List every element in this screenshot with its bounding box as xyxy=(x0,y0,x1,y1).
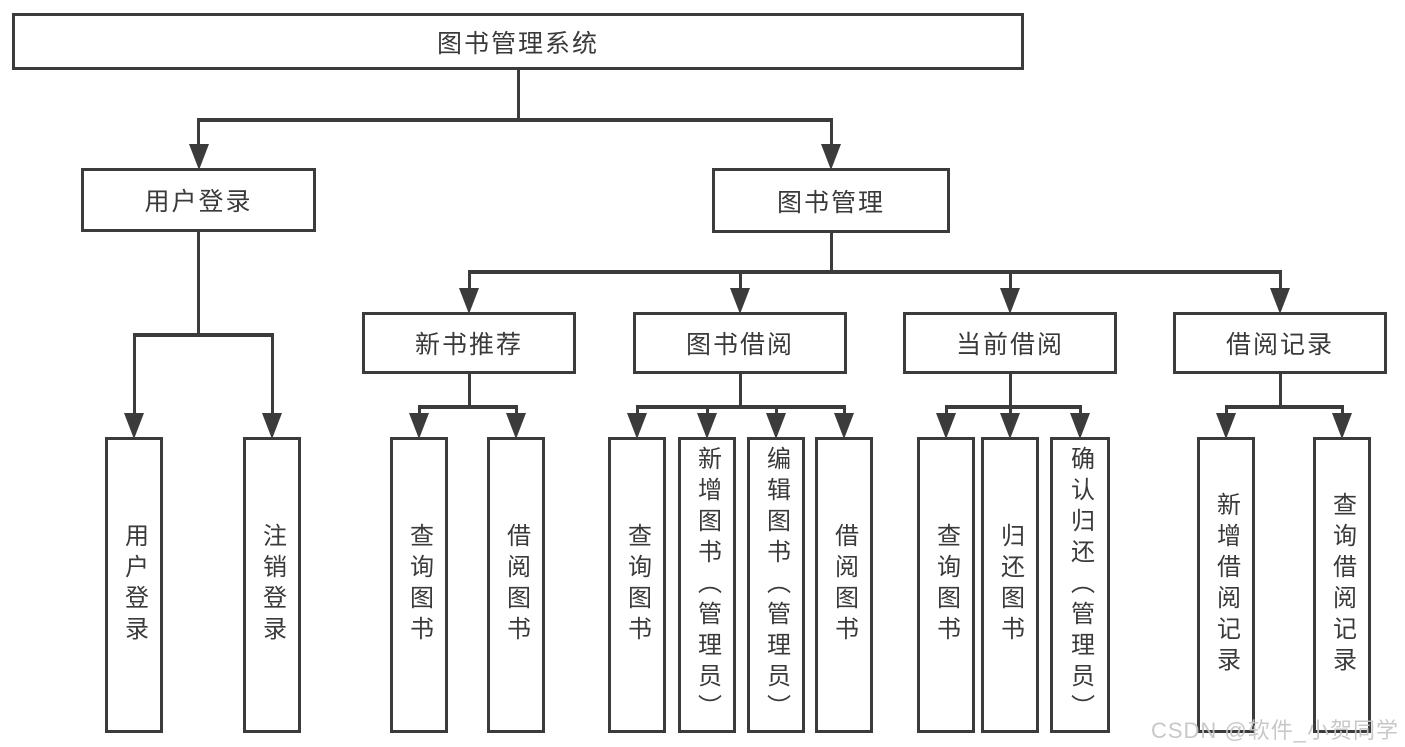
arrow-down-icon-leaf-cb-query xyxy=(936,413,956,439)
node-label-leaf-cb-confirm: 确认归还（管理员） xyxy=(1066,445,1094,725)
arrow-down-icon-leaf-cb-confirm xyxy=(1070,413,1090,439)
node-leaf-logout: 注销登录 xyxy=(243,437,301,733)
node-label-leaf-br-add: 新增借阅记录 xyxy=(1212,492,1240,678)
connector-stub-book-mgmt xyxy=(829,231,833,274)
node-label-user-login: 用户登录 xyxy=(144,188,253,216)
node-label-borrow-records: 借阅记录 xyxy=(1225,331,1334,359)
connector-rail-borrow-records xyxy=(1224,405,1344,409)
arrow-down-icon-leaf-logout xyxy=(262,413,282,439)
node-current-borrow: 当前借阅 xyxy=(903,312,1117,374)
connector-rail-book-borrow xyxy=(635,405,846,409)
connector-stub-book-borrow xyxy=(738,372,742,409)
csdn-watermark: CSDN @软件_小贺同学 xyxy=(1150,718,1399,743)
arrow-down-icon-leaf-br-query xyxy=(1332,413,1352,439)
node-label-leaf-cb-query: 查询图书 xyxy=(932,523,960,647)
node-user-login: 用户登录 xyxy=(81,168,316,232)
connector-stem-leaf-logout xyxy=(270,335,274,431)
node-label-leaf-br-query: 查询借阅记录 xyxy=(1328,492,1356,678)
node-label-leaf-bb-query: 查询图书 xyxy=(623,523,651,647)
arrow-down-icon-leaf-rec-borrow xyxy=(506,413,526,439)
node-label-leaf-cb-return: 归还图书 xyxy=(996,523,1024,647)
node-label-new-book-rec: 新书推荐 xyxy=(414,331,523,359)
arrow-down-icon-leaf-bb-query xyxy=(627,413,647,439)
arrow-down-icon-leaf-bb-add xyxy=(697,413,717,439)
connector-stem-book-mgmt xyxy=(829,120,833,162)
arrow-down-icon-leaf-bb-edit xyxy=(766,413,786,439)
node-leaf-bb-borrow: 借阅图书 xyxy=(815,437,873,733)
arrow-down-icon-leaf-cb-return xyxy=(1000,413,1020,439)
connector-rail-root xyxy=(197,118,833,122)
arrow-down-icon-leaf-bb-borrow xyxy=(834,413,854,439)
node-label-book-borrow: 图书借阅 xyxy=(685,331,794,359)
arrow-down-icon-leaf-br-add xyxy=(1216,413,1236,439)
node-leaf-cb-query: 查询图书 xyxy=(917,437,975,733)
connector-rail-current-borrow xyxy=(944,405,1082,409)
arrow-down-icon-user-login xyxy=(188,144,209,170)
node-leaf-bb-add: 新增图书（管理员） xyxy=(678,437,736,733)
node-label-leaf-user-login: 用户登录 xyxy=(120,523,148,647)
node-new-book-rec: 新书推荐 xyxy=(362,312,576,374)
connector-stem-leaf-user-login xyxy=(132,335,136,431)
node-leaf-br-add: 新增借阅记录 xyxy=(1197,437,1255,733)
node-label-leaf-rec-borrow: 借阅图书 xyxy=(502,523,530,647)
node-borrow-records: 借阅记录 xyxy=(1173,312,1387,374)
node-label-book-mgmt: 图书管理 xyxy=(776,188,885,217)
arrow-down-icon-book-borrow xyxy=(730,288,750,314)
arrow-down-icon-leaf-rec-query xyxy=(409,413,429,439)
node-leaf-user-login: 用户登录 xyxy=(105,437,163,733)
connector-rail-book-mgmt xyxy=(467,270,1282,274)
connector-stub-current-borrow xyxy=(1008,372,1012,409)
connector-rail-user-login xyxy=(132,333,274,337)
arrow-down-icon-leaf-user-login xyxy=(124,413,144,439)
node-leaf-cb-confirm: 确认归还（管理员） xyxy=(1050,437,1110,733)
node-label-root: 图书管理系统 xyxy=(436,29,599,58)
arrow-down-icon-borrow-records xyxy=(1270,288,1290,314)
connector-rail-new-book-rec xyxy=(417,405,518,409)
node-label-leaf-rec-query: 查询图书 xyxy=(405,523,433,647)
node-label-current-borrow: 当前借阅 xyxy=(955,331,1064,359)
node-leaf-cb-return: 归还图书 xyxy=(981,437,1039,733)
node-leaf-rec-borrow: 借阅图书 xyxy=(487,437,545,733)
arrow-down-icon-book-mgmt xyxy=(821,144,841,170)
connector-stub-new-book-rec xyxy=(467,372,471,409)
connector-stub-root xyxy=(516,68,520,122)
node-book-mgmt: 图书管理 xyxy=(712,168,950,233)
node-root: 图书管理系统 xyxy=(12,13,1024,70)
connector-stub-user-login xyxy=(197,230,200,337)
arrow-down-icon-current-borrow xyxy=(1000,288,1020,314)
node-label-leaf-bb-add: 新增图书（管理员） xyxy=(693,445,721,725)
node-label-leaf-bb-edit: 编辑图书（管理员） xyxy=(762,445,790,725)
arrow-down-icon-new-book-rec xyxy=(459,288,479,314)
node-leaf-bb-edit: 编辑图书（管理员） xyxy=(747,437,805,733)
connector-stub-borrow-records xyxy=(1278,372,1282,409)
node-leaf-bb-query: 查询图书 xyxy=(608,437,666,733)
connector-stem-user-login xyxy=(197,120,200,162)
node-label-leaf-logout: 注销登录 xyxy=(258,523,286,647)
node-leaf-br-query: 查询借阅记录 xyxy=(1313,437,1371,733)
node-leaf-rec-query: 查询图书 xyxy=(390,437,448,733)
node-book-borrow: 图书借阅 xyxy=(633,312,847,374)
node-label-leaf-bb-borrow: 借阅图书 xyxy=(830,523,858,647)
